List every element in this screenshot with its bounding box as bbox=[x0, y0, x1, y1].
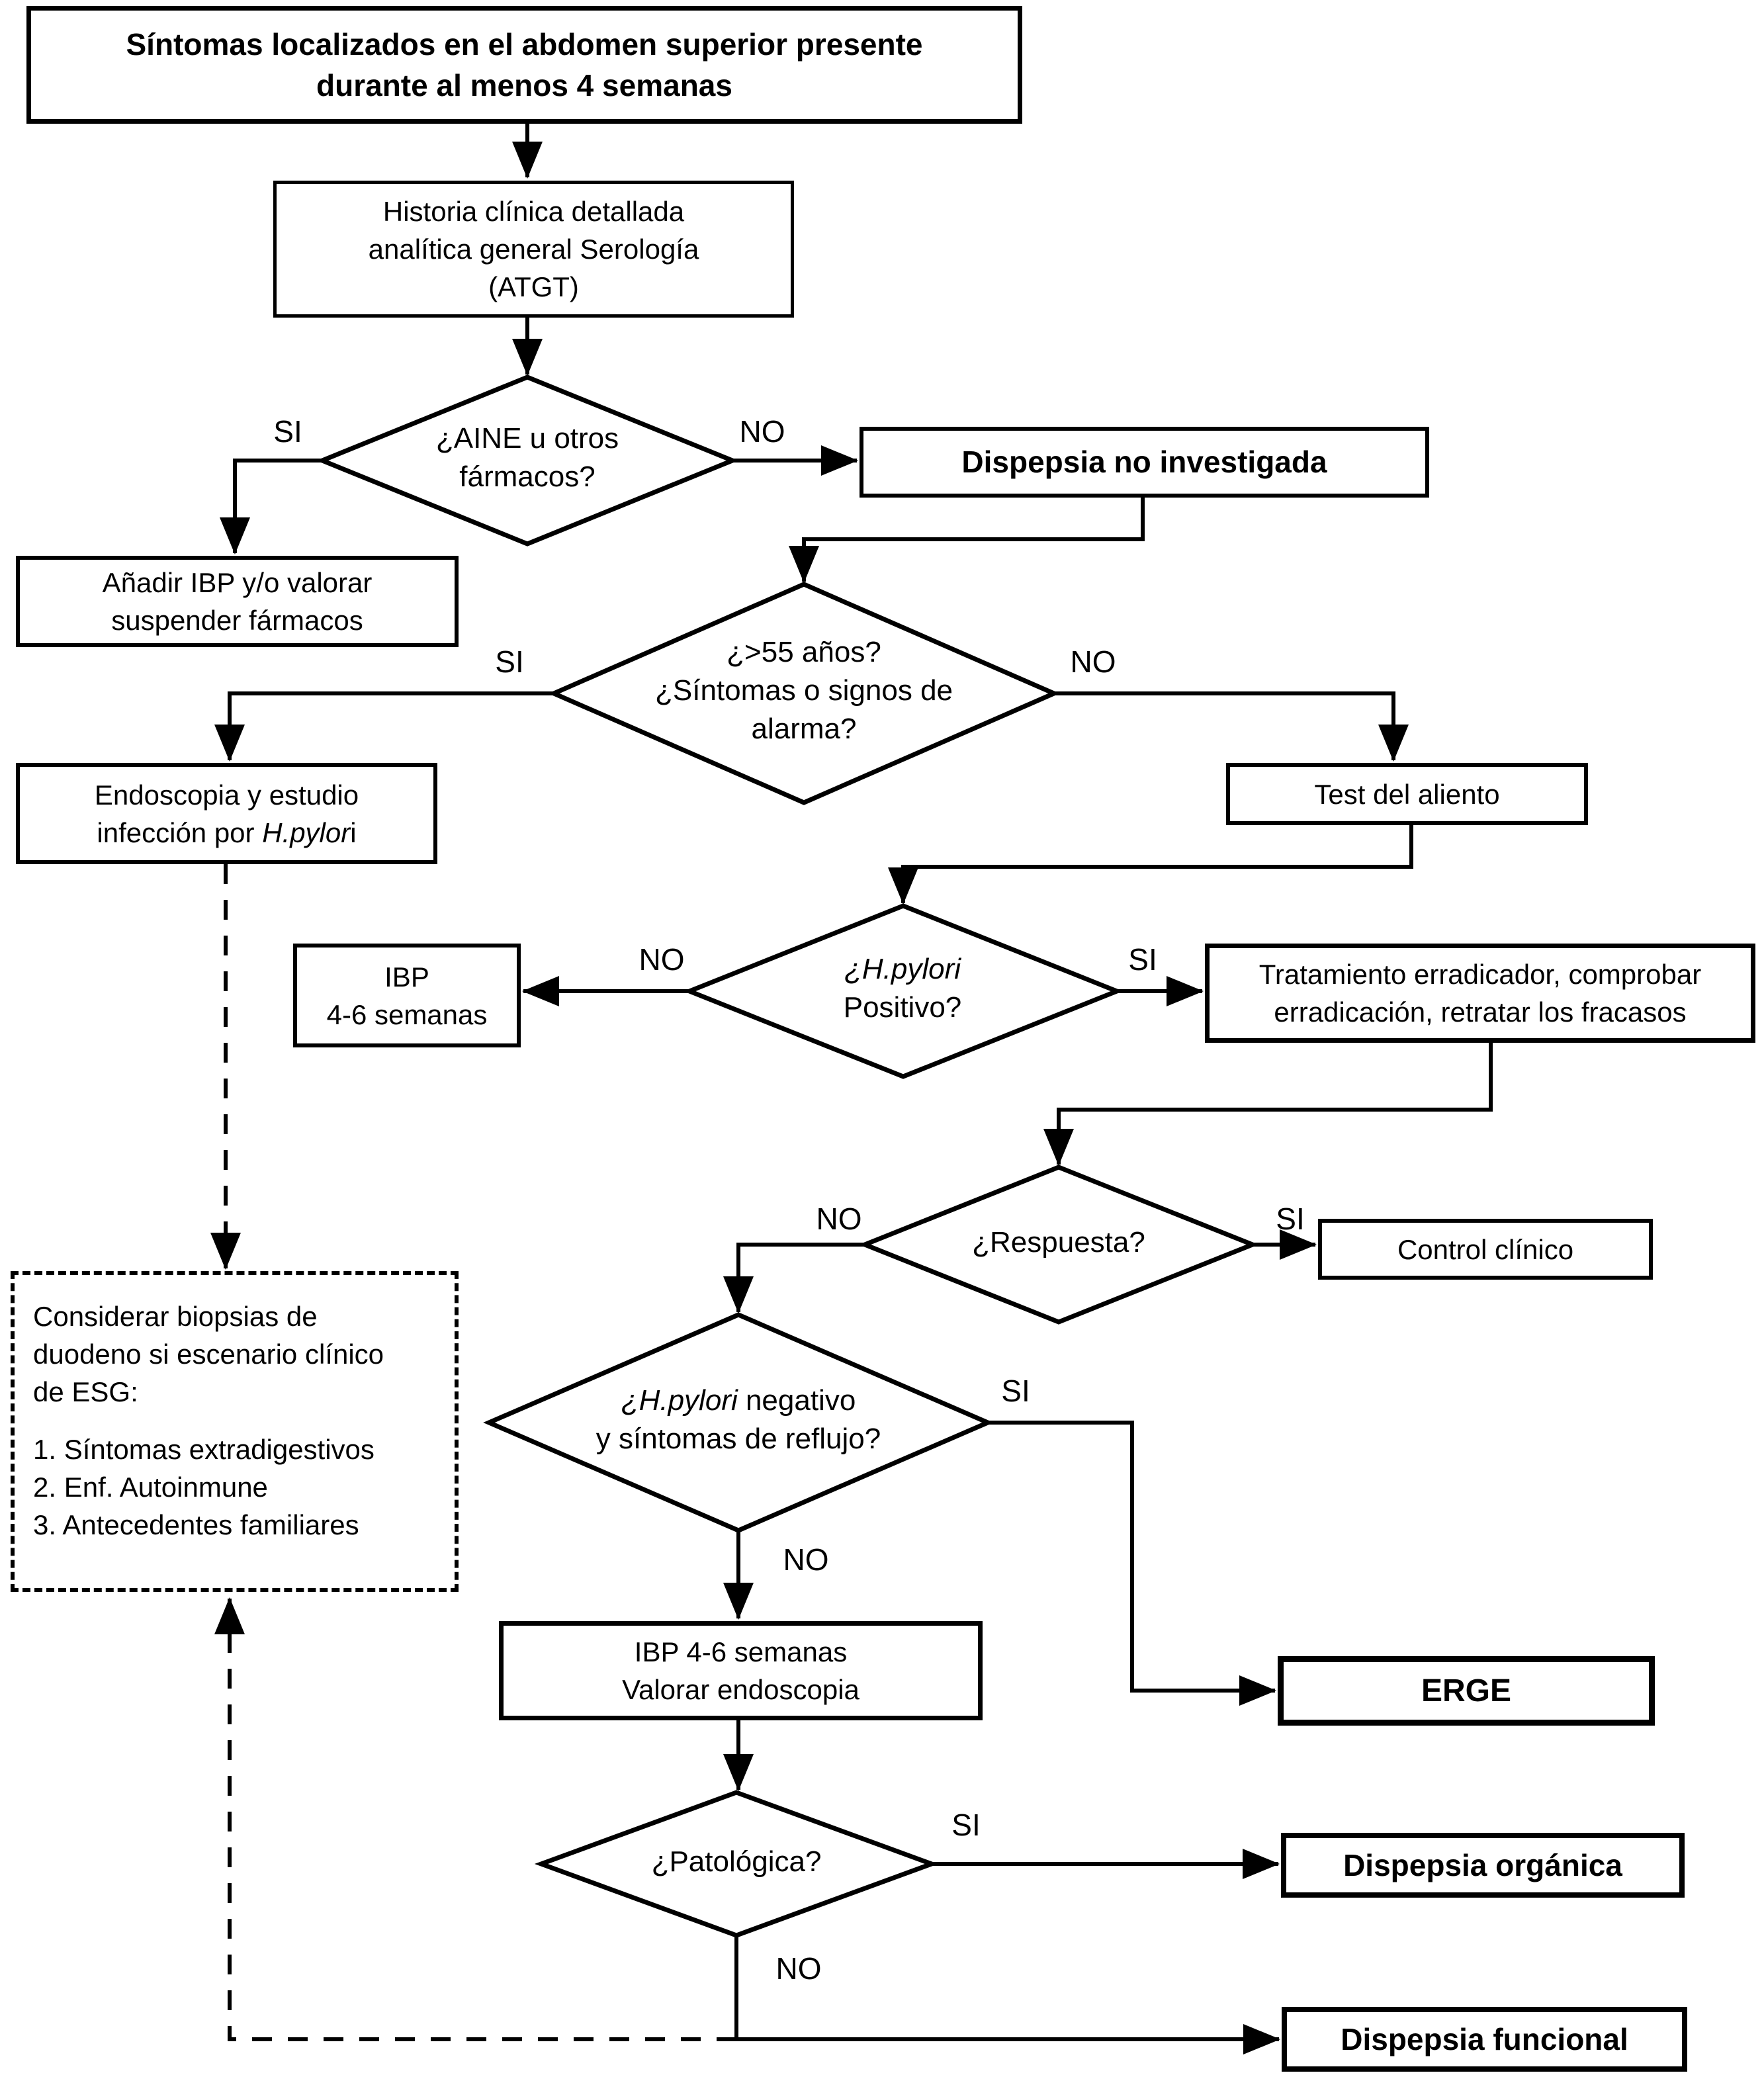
node-dispepsia-funcional-label: Dispepsia funcional bbox=[1341, 2021, 1628, 2056]
node-endoscopia-line2-pre: infección por bbox=[97, 816, 263, 848]
node-endoscopia-line1: Endoscopia y estudio bbox=[94, 779, 359, 811]
biopsias-item-2: 2. Enf. Autoinmune bbox=[33, 1472, 268, 1503]
diamond-negativo-line2: y síntomas de reflujo? bbox=[595, 1423, 881, 1455]
diamond-edad-text: ¿>55 años? ¿Síntomas o signos de alarma? bbox=[655, 633, 953, 748]
diamond-aine-line1: ¿AINE u otros bbox=[435, 422, 619, 455]
diamond-hpylori-positivo-text: ¿H.pylori Positivo? bbox=[844, 950, 962, 1027]
diamond-hpylori-negativo-text: ¿H.pylori negativo y síntomas de reflujo… bbox=[596, 1382, 881, 1458]
connector-edad-no-test bbox=[1054, 691, 1409, 762]
node-dispepsia-organica-label: Dispepsia orgánica bbox=[1343, 1847, 1622, 1882]
node-endoscopia-line2-post: i bbox=[350, 816, 357, 848]
edge-label-edad-si: SI bbox=[495, 644, 524, 679]
node-anadir-ibp: Añadir IBP y/o valorar suspender fármaco… bbox=[16, 556, 459, 647]
node-historia-line3: (ATGT) bbox=[488, 271, 579, 302]
node-sintomas: Síntomas localizados en el abdomen super… bbox=[26, 6, 1022, 124]
negativo-line1-post: negativo bbox=[737, 1384, 856, 1417]
hpylori-italic: ¿H.pylori bbox=[844, 953, 961, 985]
diamond-edad-line2: ¿Síntomas o signos de bbox=[654, 674, 953, 707]
diamond-hpylori-line1: ¿H.pylori bbox=[844, 950, 962, 989]
node-ibp-46-valorar: IBP 4-6 semanas Valorar endoscopia bbox=[499, 1621, 983, 1720]
biopsias-item-3: 3. Antecedentes familiares bbox=[33, 1509, 359, 1540]
biopsias-intro-line1: Considerar biopsias de bbox=[33, 1301, 318, 1332]
node-dispepsia-funcional: Dispepsia funcional bbox=[1282, 2007, 1687, 2072]
biopsias-intro-line2: duodeno si escenario clínico bbox=[33, 1339, 384, 1370]
node-control-clinico: Control clínico bbox=[1318, 1219, 1653, 1280]
biopsias-intro-line3: de ESG: bbox=[33, 1376, 138, 1407]
connector-respuesta-no-negativo bbox=[723, 1243, 864, 1313]
diamond-edad-line1: ¿>55 años? bbox=[727, 636, 881, 668]
diamond-edad-line3: alarma? bbox=[751, 713, 857, 745]
node-endoscopia-hpylori-italic: H.pylor bbox=[262, 816, 351, 848]
node-endoscopia-line2: infección por H.pylori bbox=[97, 814, 356, 852]
diamond-aine-text: ¿AINE u otros fármacos? bbox=[436, 419, 619, 496]
diamond-patologica-text: ¿Patológica? bbox=[652, 1843, 822, 1881]
edge-label-respuesta-si: SI bbox=[1276, 1202, 1305, 1236]
connector-dispepsia-edad bbox=[789, 498, 1145, 583]
connector-edad-si-endoscopia bbox=[214, 691, 554, 762]
node-dispepsia-no-investigada: Dispepsia no investigada bbox=[860, 427, 1429, 498]
node-historia-line1: Historia clínica detallada bbox=[382, 196, 685, 227]
connector-test-hpylori bbox=[888, 825, 1413, 904]
diamond-aine-shape bbox=[316, 375, 739, 547]
node-biopsias-nota: Considerar biopsias de duodeno si escena… bbox=[11, 1271, 459, 1592]
node-erge-label: ERGE bbox=[1421, 1673, 1512, 1708]
edge-label-aine-no: NO bbox=[739, 414, 785, 449]
node-test-aliento-label: Test del aliento bbox=[1314, 778, 1500, 810]
node-ibp-46-valorar-line2: Valorar endoscopia bbox=[622, 1674, 860, 1705]
edge-label-patologica-no: NO bbox=[775, 1951, 822, 1986]
node-tratamiento-line2: erradicación, retratar los fracasos bbox=[1274, 996, 1687, 1028]
diamond-negativo-line1: ¿H.pylori negativo bbox=[596, 1382, 881, 1420]
node-tratamiento-line1: Tratamiento erradicador, comprobar bbox=[1258, 959, 1702, 990]
edge-label-edad-no: NO bbox=[1070, 644, 1116, 679]
node-historia-line2: analítica general Serología bbox=[368, 234, 699, 265]
node-ibp-46: IBP 4-6 semanas bbox=[293, 944, 521, 1047]
diamond-respuesta-label: ¿Respuesta? bbox=[972, 1226, 1145, 1258]
connector-negativo-si-erge bbox=[988, 1421, 1276, 1706]
node-dispepsia-no-investigada-label: Dispepsia no investigada bbox=[961, 445, 1327, 479]
node-dispepsia-organica: Dispepsia orgánica bbox=[1281, 1833, 1685, 1898]
diamond-respuesta-shape bbox=[858, 1165, 1259, 1325]
node-control-clinico-label: Control clínico bbox=[1397, 1233, 1574, 1265]
edge-label-respuesta-no: NO bbox=[816, 1202, 862, 1236]
node-historia: Historia clínica detallada analítica gen… bbox=[273, 181, 794, 318]
diamond-hpylori-positivo-shape bbox=[683, 903, 1124, 1079]
diamond-patologica-label: ¿Patológica? bbox=[651, 1845, 822, 1878]
biopsias-item-1: 1. Síntomas extradigestivos bbox=[33, 1434, 375, 1465]
edge-label-hpylori-no: NO bbox=[639, 942, 685, 977]
node-sintomas-line1: Síntomas localizados en el abdomen super… bbox=[126, 27, 923, 62]
node-sintomas-line2: durante al menos 4 semanas bbox=[316, 68, 732, 103]
node-ibp-46-valorar-line1: IBP 4-6 semanas bbox=[634, 1636, 848, 1667]
edge-label-negativo-no: NO bbox=[783, 1542, 829, 1577]
connector-aine-si-anadir bbox=[220, 459, 322, 554]
edge-label-aine-si: SI bbox=[273, 414, 302, 449]
node-anadir-ibp-line2: suspender fármacos bbox=[111, 605, 363, 636]
diamond-edad-alarma-shape bbox=[548, 582, 1060, 805]
connector-tratamiento-respuesta bbox=[1043, 1043, 1493, 1166]
node-ibp-46-line2: 4-6 semanas bbox=[326, 998, 488, 1030]
node-endoscopia: Endoscopia y estudio infección por H.pyl… bbox=[16, 763, 437, 864]
edge-label-patologica-si: SI bbox=[951, 1808, 981, 1842]
diamond-hpylori-line2: Positivo? bbox=[843, 991, 962, 1024]
diamond-aine-line2: fármacos? bbox=[459, 461, 595, 493]
node-erge: ERGE bbox=[1278, 1656, 1655, 1726]
negativo-italic: ¿H.pylori bbox=[621, 1384, 738, 1417]
diamond-patologica-shape bbox=[534, 1790, 939, 1938]
diamond-hpylori-negativo-shape bbox=[483, 1312, 994, 1533]
node-anadir-ibp-line1: Añadir IBP y/o valorar bbox=[102, 567, 373, 598]
connector-funcional-biopsias-dashed bbox=[214, 1597, 736, 2041]
node-tratamiento: Tratamiento erradicador, comprobar errad… bbox=[1205, 944, 1755, 1043]
diamond-respuesta-text: ¿Respuesta? bbox=[972, 1223, 1145, 1262]
edge-label-hpylori-si: SI bbox=[1128, 942, 1157, 977]
node-test-aliento: Test del aliento bbox=[1226, 763, 1588, 825]
edge-label-negativo-si: SI bbox=[1001, 1374, 1030, 1408]
node-ibp-46-line1: IBP bbox=[384, 961, 429, 992]
